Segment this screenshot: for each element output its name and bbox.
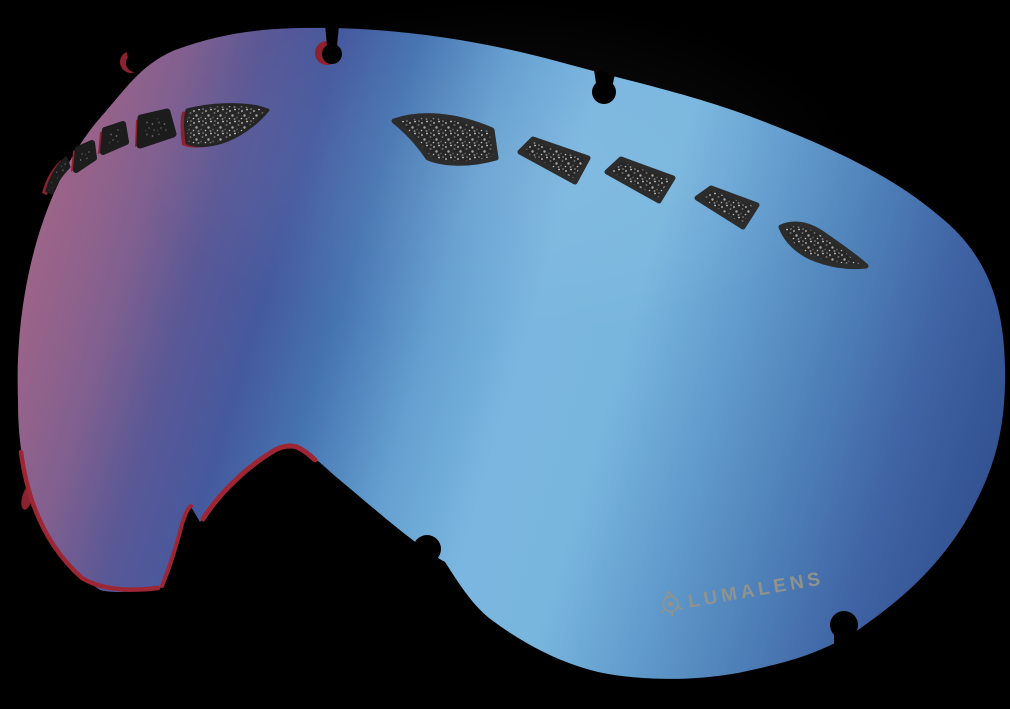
frame-notch — [592, 70, 616, 104]
vent-hole-swoosh — [184, 103, 270, 148]
vent-hole — [73, 140, 97, 173]
vent-group-center — [391, 113, 869, 270]
vent-hole — [136, 108, 177, 149]
vent-hole — [694, 185, 760, 230]
lens-body — [17, 0, 1006, 679]
vent-hole-swoosh — [391, 113, 499, 166]
lumalens-ring-icon — [660, 589, 683, 617]
frame-notches-top — [120, 24, 616, 104]
frame-notch-bottom — [830, 611, 858, 658]
vent-hole — [100, 121, 129, 155]
frame-notch — [315, 24, 342, 65]
vent-hole-swoosh — [778, 221, 869, 270]
lens-red-edge-accents — [18, 443, 318, 592]
nose-notch-knob — [413, 535, 441, 563]
vent-group-left — [42, 103, 270, 195]
frame-notch — [120, 42, 144, 73]
vent-hole — [45, 156, 71, 195]
vent-hole — [604, 156, 676, 204]
lens-sheen — [140, 0, 860, 340]
vent-hole — [517, 136, 591, 185]
